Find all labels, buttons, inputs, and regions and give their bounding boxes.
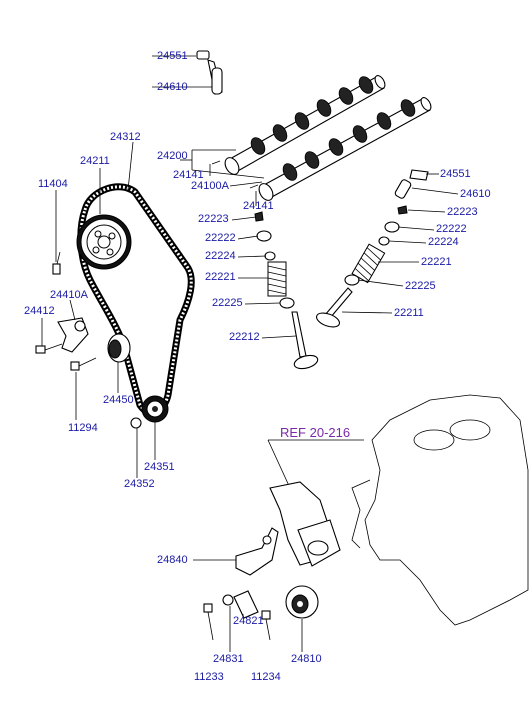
tensioner-arm — [57, 317, 89, 353]
lbl-22222-right[interactable]: 22222 — [436, 223, 467, 235]
washer-24831 — [222, 594, 234, 606]
lbl-24200[interactable]: 24200 — [157, 150, 188, 162]
lbl-22225-right[interactable]: 22225 — [405, 280, 436, 292]
spacer-24821 — [233, 590, 259, 619]
lbl-22223-right[interactable]: 22223 — [447, 206, 478, 218]
lbl-24610-top[interactable]: 24610 — [157, 81, 188, 93]
lbl-24551-top[interactable]: 24551 — [157, 50, 188, 62]
camshaft-intake — [224, 75, 386, 175]
lbl-24312[interactable]: 24312 — [110, 131, 141, 143]
idler-pulley — [107, 333, 131, 363]
camshaft-exhaust — [258, 97, 432, 201]
bolt-11233 — [203, 603, 214, 641]
washer-24352 — [130, 417, 142, 429]
part-labels: 24551246102431224200242112414124100A1140… — [24, 50, 491, 683]
lbl-11234[interactable]: 11234 — [251, 671, 281, 683]
lbl-22212[interactable]: 22212 — [229, 331, 260, 343]
lbl-24831[interactable]: 24831 — [213, 653, 244, 665]
camshaft-pins — [211, 160, 259, 189]
cam-position-sensor-right — [394, 169, 429, 199]
lbl-11294[interactable]: 11294 — [68, 422, 98, 434]
lbl-11404[interactable]: 11404 — [38, 178, 68, 190]
lbl-24840[interactable]: 24840 — [157, 554, 188, 566]
lbl-24551-right[interactable]: 24551 — [440, 168, 471, 180]
lbl-22221-left[interactable]: 22221 — [205, 271, 236, 283]
bolt-11294 — [70, 357, 97, 371]
valve-train-left — [254, 211, 319, 370]
tensioner-lever-24840 — [235, 527, 279, 576]
lbl-24821[interactable]: 24821 — [233, 615, 264, 627]
leader-lines — [41, 55, 459, 652]
valve-train-right — [315, 205, 408, 328]
lbl-22223-left[interactable]: 22223 — [198, 213, 229, 225]
lbl-24141-b[interactable]: 24141 — [243, 200, 274, 212]
lbl-24412[interactable]: 24412 — [24, 305, 55, 317]
engine-block-outline — [351, 394, 529, 626]
lbl-22211[interactable]: 22211 — [394, 307, 424, 319]
tensioner-pulley-24810 — [285, 585, 319, 619]
cam-sprocket — [76, 214, 132, 270]
cam-position-sensor-top — [196, 50, 223, 95]
lbl-22222-left[interactable]: 22222 — [205, 232, 236, 244]
lbl-24141-a[interactable]: 24141 — [173, 169, 204, 181]
bolt-11404 — [52, 251, 61, 275]
lbl-24351[interactable]: 24351 — [144, 461, 175, 473]
crank-sprocket — [141, 395, 169, 423]
bracket-assembly — [269, 481, 341, 567]
lbl-24410A[interactable]: 24410A — [50, 289, 89, 301]
lbl-22221-right[interactable]: 22221 — [421, 256, 452, 268]
lbl-24211[interactable]: 24211 — [80, 155, 110, 167]
lbl-24810[interactable]: 24810 — [291, 653, 322, 665]
lbl-22225-left[interactable]: 22225 — [212, 297, 243, 309]
bolt-24412 — [35, 343, 63, 354]
lbl-24352[interactable]: 24352 — [124, 478, 155, 490]
lbl-11233[interactable]: 11233 — [194, 671, 224, 683]
ref-label[interactable]: REF 20-216 — [280, 425, 350, 440]
ref-20-216-leader — [267, 439, 364, 489]
lbl-22224-left[interactable]: 22224 — [205, 250, 236, 262]
bolt-11234 — [261, 610, 271, 641]
lbl-22224-right[interactable]: 22224 — [428, 236, 459, 248]
lbl-24450[interactable]: 24450 — [103, 394, 134, 406]
lbl-24100A[interactable]: 24100A — [191, 180, 230, 192]
lbl-24610-right[interactable]: 24610 — [460, 188, 491, 200]
